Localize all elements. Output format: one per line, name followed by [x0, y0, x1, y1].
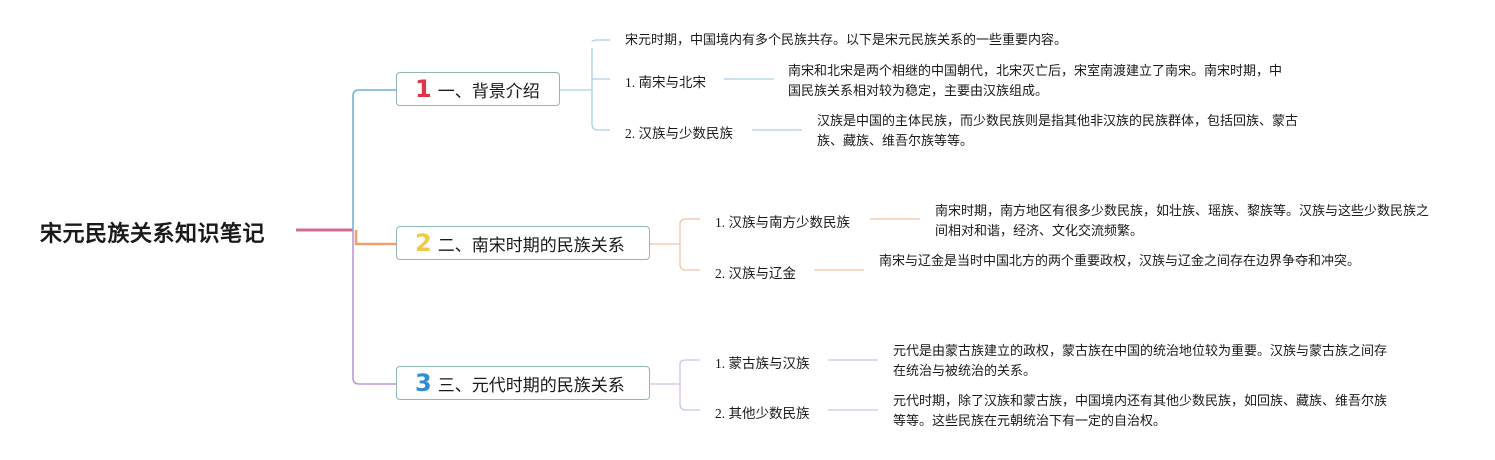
branch-node-3[interactable]: 3 三、元代时期的民族关系 [396, 366, 650, 400]
detail-1-2[interactable]: 汉族是中国的主体民族，而少数民族则是指其他非汉族的民族群体，包括回族、蒙古族、藏… [817, 114, 1299, 149]
number-2-icon: 2 [415, 229, 432, 257]
intro-text[interactable]: 宋元时期，中国境内有多个民族共存。以下是宋元民族关系的一些重要内容。 [625, 33, 1068, 48]
subtopic-1-2[interactable]: 2. 汉族与少数民族 [625, 126, 733, 141]
subtopic-1-1[interactable]: 1. 南宋与北宋 [625, 75, 706, 90]
branch-label: 三、元代时期的民族关系 [437, 375, 625, 396]
subtopic-2-2[interactable]: 2. 汉族与辽金 [715, 266, 796, 281]
subtopic-3-1[interactable]: 1. 蒙古族与汉族 [715, 356, 810, 371]
branch-node-1[interactable]: 1 一、背景介绍 [396, 72, 560, 106]
subtopic-3-2[interactable]: 2. 其他少数民族 [715, 406, 810, 421]
detail-3-1[interactable]: 元代是由蒙古族建立的政权，蒙古族在中国的统治地位较为重要。汉族与蒙古族之间存在统… [893, 344, 1388, 379]
branch-label: 一、背景介绍 [437, 81, 540, 102]
detail-3-2[interactable]: 元代时期，除了汉族和蒙古族，中国境内还有其他少数民族，如回族、藏族、维吾尔族等等… [893, 394, 1388, 429]
branch-label: 二、南宋时期的民族关系 [437, 235, 625, 256]
detail-2-2[interactable]: 南宋与辽金是当时中国北方的两个重要政权，汉族与辽金之间存在边界争夺和冲突。 [879, 254, 1361, 269]
detail-2-1[interactable]: 南宋时期，南方地区有很多少数民族，如壮族、瑶族、黎族等。汉族与这些少数民族之间相… [935, 204, 1430, 239]
mindmap-root-title[interactable]: 宋元民族关系知识笔记 [40, 222, 266, 247]
number-3-icon: 3 [415, 369, 432, 397]
detail-1-1[interactable]: 南宋和北宋是两个相继的中国朝代，北宋灭亡后，宋室南渡建立了南宋。南宋时期，中国民… [788, 64, 1283, 99]
subtopic-2-1[interactable]: 1. 汉族与南方少数民族 [715, 215, 850, 230]
branch-node-2[interactable]: 2 二、南宋时期的民族关系 [396, 226, 650, 260]
number-1-icon: 1 [415, 75, 432, 103]
